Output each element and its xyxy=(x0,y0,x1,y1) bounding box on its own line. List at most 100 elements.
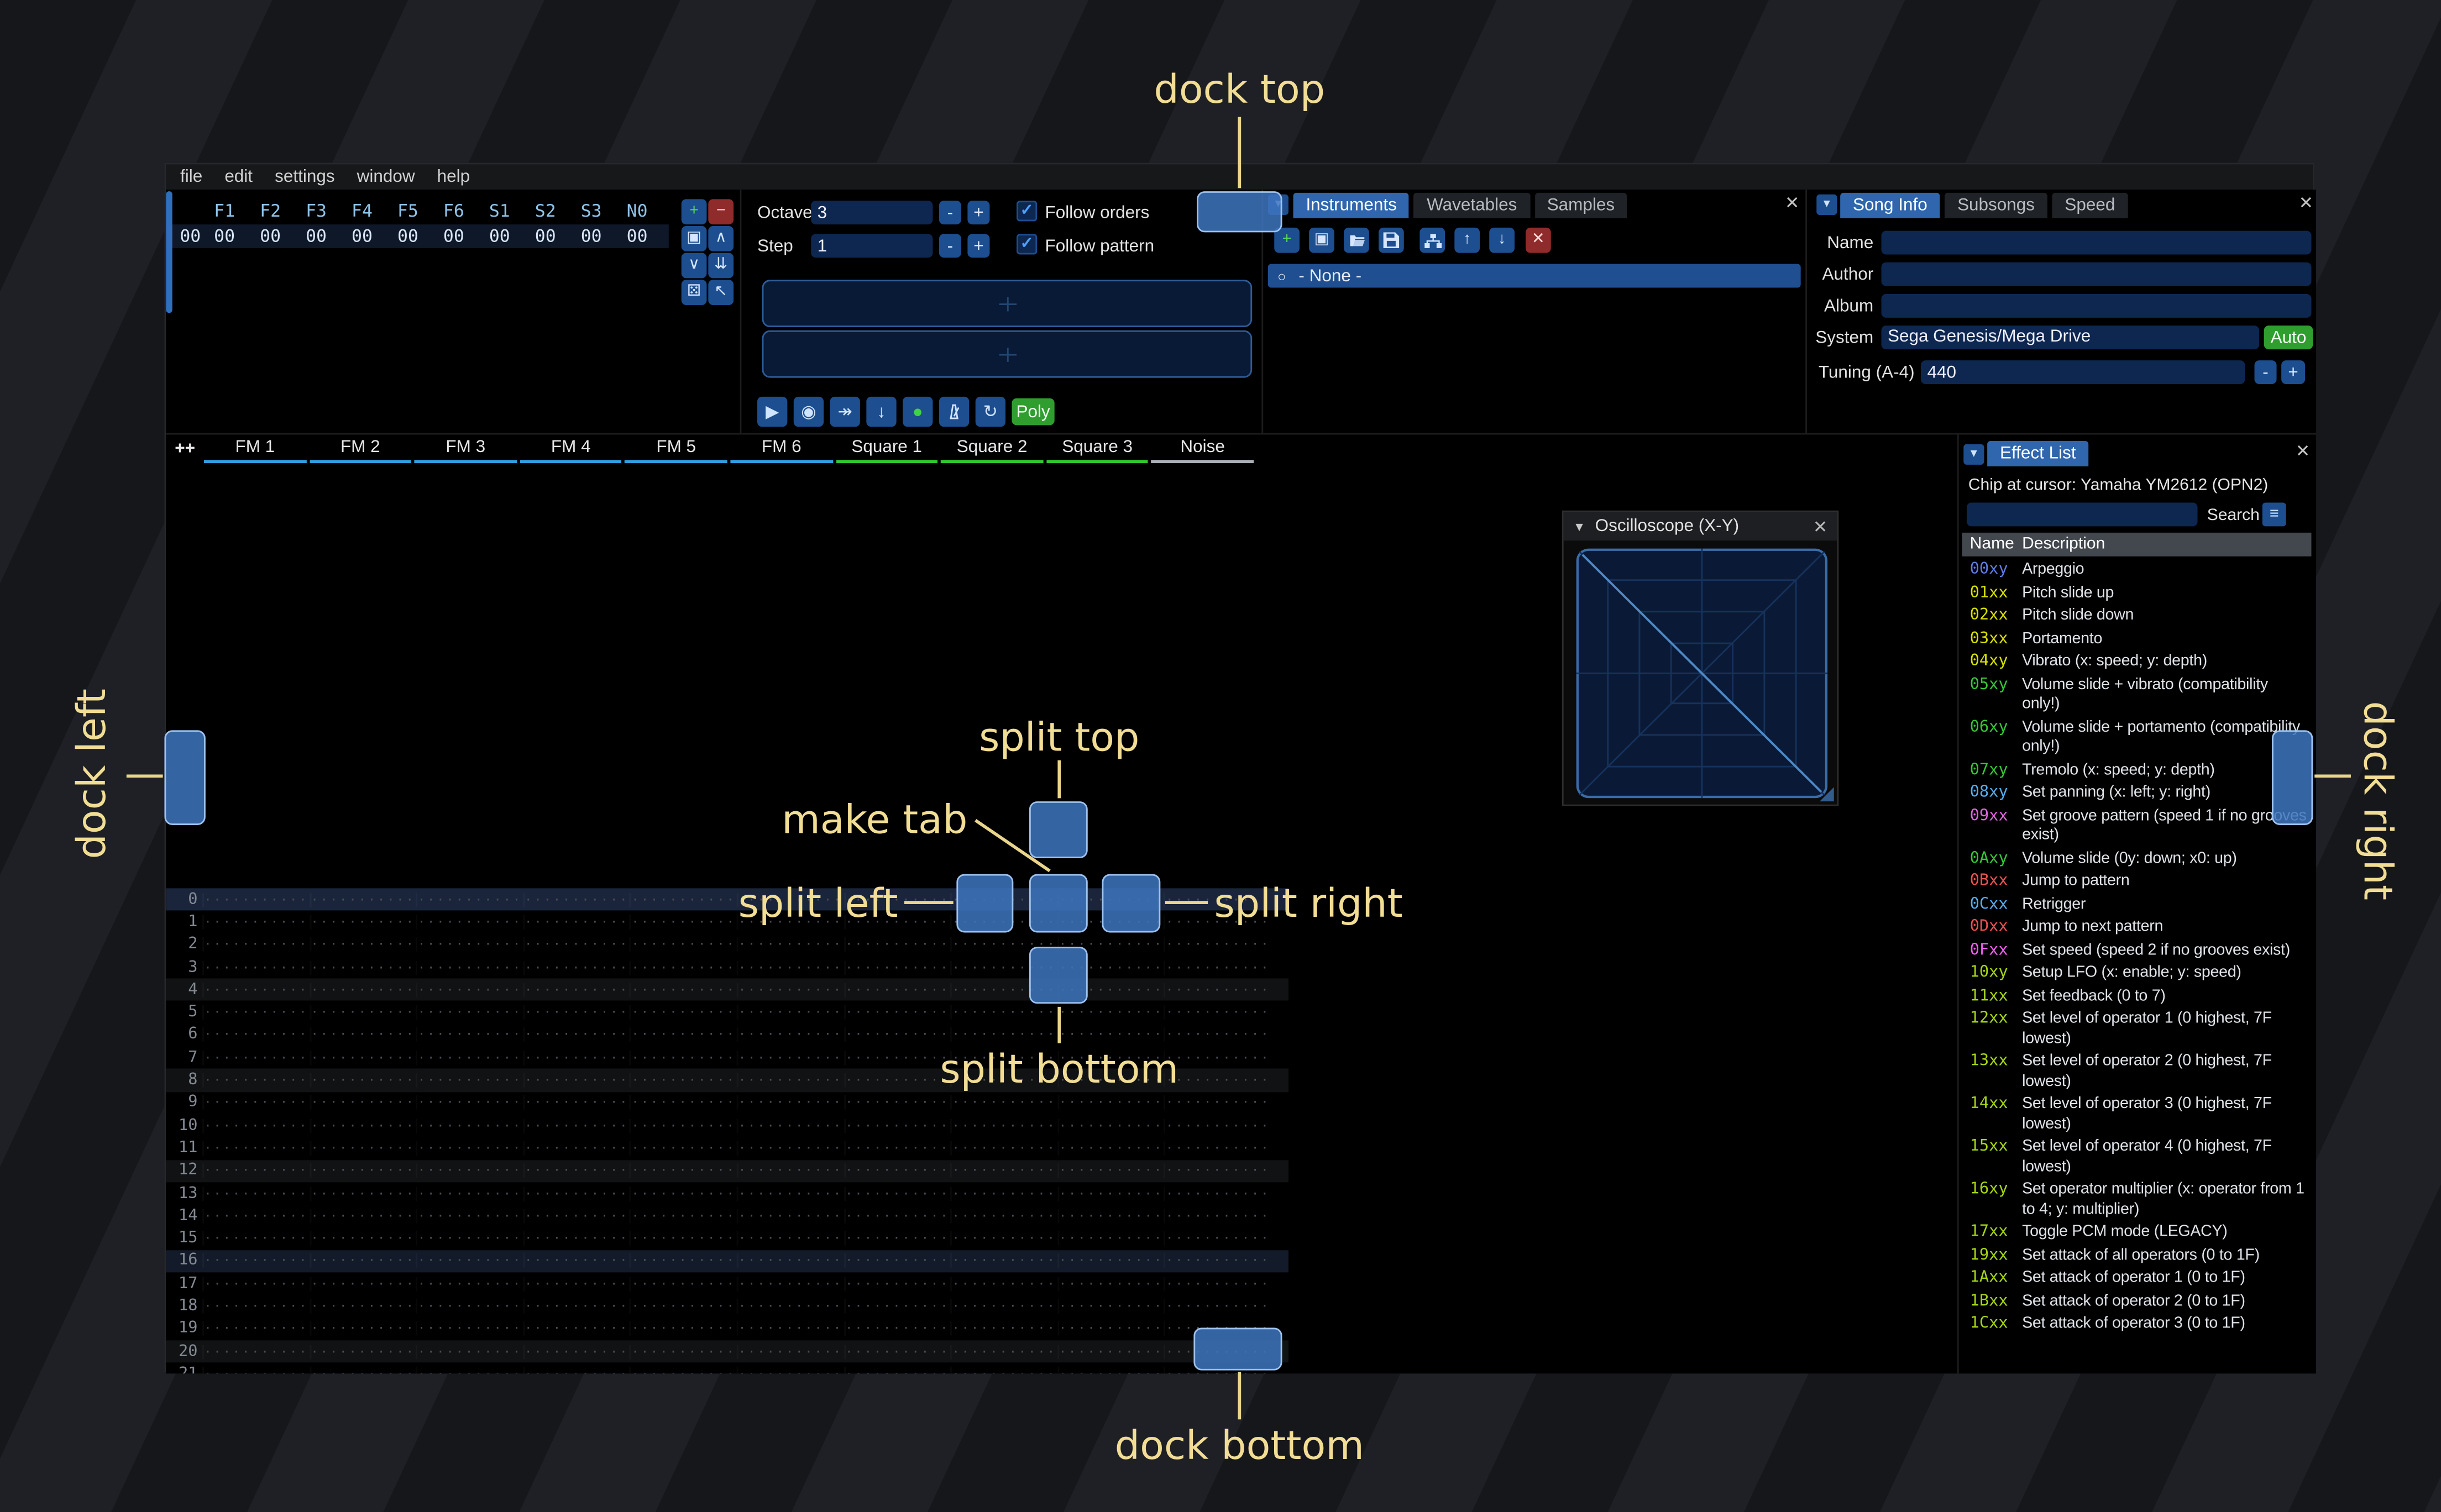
dock-target-bottom[interactable] xyxy=(1193,1327,1282,1371)
system-auto-button[interactable]: Auto xyxy=(2264,326,2313,350)
pattern-cell[interactable]: ············ xyxy=(1164,1277,1271,1291)
move-instrument-up-button[interactable]: ↑ xyxy=(1454,227,1480,253)
pattern-cell[interactable]: ············ xyxy=(630,938,736,952)
add-order-button[interactable]: + xyxy=(681,199,707,225)
pattern-cell[interactable]: ············ xyxy=(523,1231,630,1246)
pattern-cell[interactable]: ············ xyxy=(737,1119,844,1133)
pattern-cell[interactable]: ············ xyxy=(523,1073,630,1088)
pattern-cell[interactable]: ············ xyxy=(309,915,416,930)
orders-value-cell[interactable]: 00 xyxy=(306,225,327,247)
pattern-cell[interactable]: ············ xyxy=(1164,893,1271,907)
pattern-cell[interactable]: ············ xyxy=(1057,1073,1164,1088)
pattern-cell[interactable]: ············ xyxy=(416,1367,523,1374)
pattern-row-3[interactable]: 3·······································… xyxy=(166,956,1288,979)
pattern-cell[interactable]: ············ xyxy=(202,1277,309,1291)
pattern-cell[interactable]: ············ xyxy=(737,1005,844,1020)
pattern-cell[interactable]: ············ xyxy=(416,1209,523,1223)
pattern-cell[interactable]: ············ xyxy=(844,1096,950,1110)
pattern-cell[interactable]: ············ xyxy=(416,1164,523,1178)
pattern-cell[interactable]: ············ xyxy=(309,1254,416,1268)
pattern-cell[interactable]: ············ xyxy=(523,915,630,930)
pattern-row-5[interactable]: 5·······································… xyxy=(166,1001,1288,1024)
pattern-cell[interactable]: ············ xyxy=(1057,1299,1164,1314)
name-field[interactable] xyxy=(1881,230,2312,255)
tuning-decrement-button[interactable]: - xyxy=(2254,360,2277,385)
pattern-cell[interactable]: ············ xyxy=(630,893,736,907)
pattern-cell[interactable]: ············ xyxy=(416,1028,523,1042)
pattern-cell[interactable]: ············ xyxy=(309,1164,416,1178)
pattern-cell[interactable]: ············ xyxy=(630,1141,736,1156)
pattern-cell[interactable]: ············ xyxy=(1164,1164,1271,1178)
step-one-row-button[interactable]: ↓ xyxy=(866,396,897,427)
pattern-cell[interactable]: ············ xyxy=(202,1322,309,1336)
pattern-cell[interactable]: ············ xyxy=(844,1119,950,1133)
pattern-cell[interactable]: ············ xyxy=(737,1096,844,1110)
menu-item-file[interactable]: file xyxy=(180,167,203,187)
pattern-cell[interactable]: ············ xyxy=(844,983,950,997)
pattern-cell[interactable]: ············ xyxy=(950,1028,1057,1042)
pattern-cell[interactable]: ············ xyxy=(523,1051,630,1065)
pattern-cell[interactable]: ············ xyxy=(523,1277,630,1291)
pattern-cell[interactable]: ············ xyxy=(523,983,630,997)
pattern-cell[interactable]: ············ xyxy=(309,1209,416,1223)
pattern-cell[interactable]: ············ xyxy=(202,1119,309,1133)
pattern-cell[interactable]: ············ xyxy=(416,1322,523,1336)
open-instrument-button[interactable] xyxy=(1344,227,1369,253)
pattern-row-11[interactable]: 11······································… xyxy=(166,1137,1288,1159)
pattern-cell[interactable]: ············ xyxy=(630,1005,736,1020)
pattern-cell[interactable]: ············ xyxy=(737,960,844,975)
pattern-channel-fm-6[interactable]: FM 6 xyxy=(729,438,834,464)
pattern-cell[interactable]: ············ xyxy=(1164,1186,1271,1201)
pattern-row-17[interactable]: 17······································… xyxy=(166,1273,1288,1295)
pattern-cell[interactable]: ············ xyxy=(523,1209,630,1223)
pattern-cell[interactable]: ············ xyxy=(309,1119,416,1133)
duplicate-order-button[interactable]: ▣ xyxy=(681,225,707,251)
pattern-cell[interactable]: ············ xyxy=(844,1254,950,1268)
pattern-row-8[interactable]: 8·······································… xyxy=(166,1069,1288,1092)
pattern-cell[interactable]: ············ xyxy=(309,960,416,975)
pattern-cell[interactable]: ············ xyxy=(202,893,309,907)
pattern-cell[interactable]: ············ xyxy=(630,1186,736,1201)
play-button[interactable]: ▶ xyxy=(757,396,788,427)
orders-value-cell[interactable]: 00 xyxy=(626,225,648,247)
pattern-cell[interactable]: ············ xyxy=(737,1367,844,1374)
poly-toggle-button[interactable]: Poly xyxy=(1012,398,1055,426)
pattern-cell[interactable]: ············ xyxy=(202,1186,309,1201)
pattern-channel-noise[interactable]: Noise xyxy=(1150,438,1255,464)
pattern-cell[interactable]: ············ xyxy=(737,893,844,907)
pattern-cell[interactable]: ············ xyxy=(737,1186,844,1201)
pattern-cell[interactable]: ············ xyxy=(1164,983,1271,997)
pattern-cell[interactable]: ············ xyxy=(844,1005,950,1020)
dock-target-right[interactable] xyxy=(2271,730,2313,825)
add-instrument-button[interactable]: + xyxy=(1274,227,1300,253)
pattern-cell[interactable]: ············ xyxy=(416,983,523,997)
pattern-cell[interactable]: ············ xyxy=(202,915,309,930)
pattern-cell[interactable]: ············ xyxy=(630,983,736,997)
pattern-row-21[interactable]: 21······································… xyxy=(166,1363,1288,1374)
pattern-cell[interactable]: ············ xyxy=(844,1299,950,1314)
song-info-tab-menu-button[interactable]: ▼ xyxy=(1816,194,1837,215)
play-pattern-button[interactable]: ◉ xyxy=(793,396,824,427)
effect-list-menu-button[interactable]: ≡ xyxy=(2262,502,2286,527)
pattern-cell[interactable]: ············ xyxy=(202,1096,309,1110)
pattern-cell[interactable]: ············ xyxy=(309,1141,416,1156)
pattern-cell[interactable]: ············ xyxy=(737,915,844,930)
menu-item-window[interactable]: window xyxy=(357,167,415,187)
pattern-cell[interactable]: ············ xyxy=(523,1254,630,1268)
pattern-cell[interactable]: ············ xyxy=(630,1028,736,1042)
pattern-cell[interactable]: ············ xyxy=(950,1231,1057,1246)
pattern-channel-fm-2[interactable]: FM 2 xyxy=(308,438,413,464)
pattern-cell[interactable]: ············ xyxy=(309,1277,416,1291)
pattern-row-9[interactable]: 9·······································… xyxy=(166,1091,1288,1114)
pattern-row-19[interactable]: 19······································… xyxy=(166,1317,1288,1340)
pattern-cell[interactable]: ············ xyxy=(844,1186,950,1201)
edit-record-toggle[interactable]: ● xyxy=(903,396,933,427)
pattern-row-10[interactable]: 10······································… xyxy=(166,1114,1288,1137)
pattern-cell[interactable]: ············ xyxy=(1164,1141,1271,1156)
